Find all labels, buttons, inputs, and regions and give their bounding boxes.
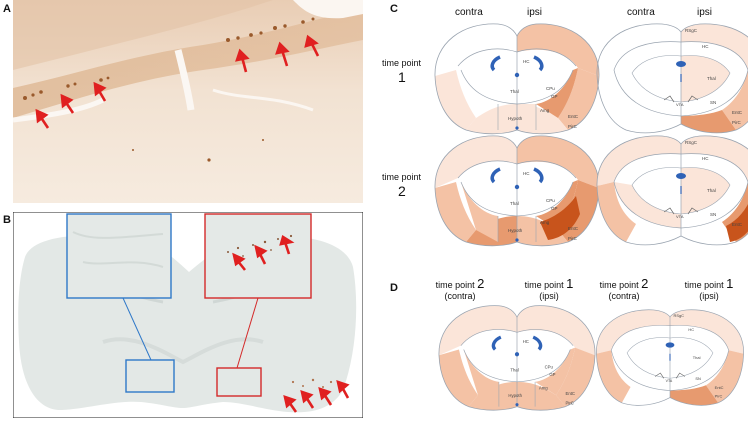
c-contra-label-1: contra	[455, 7, 483, 18]
svg-text:VTA: VTA	[676, 102, 684, 107]
c-tp2-text: time point	[382, 172, 422, 182]
panel-a-letter: A	[3, 3, 11, 15]
source-red-box	[216, 367, 262, 397]
svg-text:CPu: CPu	[546, 86, 555, 91]
svg-text:EntC: EntC	[732, 222, 743, 227]
svg-text:EntC: EntC	[732, 110, 743, 115]
d-right-contra-text: time point	[599, 280, 639, 290]
svg-text:Amg: Amg	[540, 108, 550, 113]
svg-text:Thal: Thal	[693, 355, 701, 360]
svg-text:CPu: CPu	[546, 198, 555, 203]
svg-text:Amg: Amg	[540, 220, 550, 225]
d-posterior-section: RSgC HC Thal SN VTA EntC PirC	[595, 309, 745, 406]
panel-b-letter: B	[3, 214, 11, 226]
c-tp2-posterior-section: RSgC HC Thal SN VTA EntC	[596, 135, 748, 246]
svg-text:PirC: PirC	[568, 236, 577, 241]
svg-text:CPu: CPu	[545, 365, 554, 370]
c-tp1-text: time point	[382, 58, 422, 68]
svg-text:HC: HC	[523, 339, 529, 344]
svg-text:HC: HC	[702, 44, 709, 49]
c-contra-label-2: contra	[627, 7, 655, 18]
svg-text:VTA: VTA	[666, 379, 673, 383]
c-tp1-anterior-section: HC Thal Hypoth CPu GP Amg EntC PirC	[433, 22, 601, 136]
svg-text:RSgC: RSgC	[685, 28, 698, 33]
svg-text:Hypoth: Hypoth	[508, 116, 523, 121]
panel-a-micrograph	[13, 0, 363, 203]
svg-text:SN: SN	[710, 212, 716, 217]
svg-text:GP: GP	[551, 94, 558, 99]
panel-b-micrograph	[13, 212, 363, 418]
svg-text:Thal: Thal	[707, 188, 716, 193]
svg-text:SN: SN	[695, 376, 701, 381]
inset-blue-box	[66, 213, 172, 299]
svg-text:Hypoth: Hypoth	[508, 228, 523, 233]
svg-text:HC: HC	[523, 59, 530, 64]
d-right-ipsi-header: time point 1 (ipsi)	[677, 276, 741, 301]
d-right-contra-num: 2	[641, 276, 649, 291]
d-right-contra-sub: (contra)	[608, 291, 640, 301]
svg-text:GP: GP	[551, 206, 558, 211]
d-right-contra-header: time point 2 (contra)	[592, 276, 656, 301]
svg-text:Thal: Thal	[510, 201, 519, 206]
svg-text:Thal: Thal	[707, 76, 716, 81]
svg-text:PirC: PirC	[732, 120, 741, 125]
panel-b-arrows	[232, 234, 350, 413]
d-left-ipsi-header: time point 1 (ipsi)	[517, 276, 581, 301]
d-anterior-section: HC Thal Hypoth CPu GP Amg EntC PirC	[437, 303, 597, 412]
d-left-ipsi-num: 1	[566, 276, 574, 291]
svg-text:PirC: PirC	[566, 401, 574, 406]
d-left-contra-text: time point	[435, 280, 475, 290]
svg-text:Hypoth: Hypoth	[508, 393, 522, 398]
svg-text:EntC: EntC	[568, 226, 579, 231]
svg-text:HC: HC	[523, 171, 530, 176]
panel-d-letter: D	[390, 282, 398, 294]
svg-text:Thal: Thal	[510, 367, 518, 372]
panel-c-letter: C	[390, 3, 398, 15]
svg-text:RSgC: RSgC	[674, 313, 685, 318]
svg-text:PirC: PirC	[568, 124, 577, 129]
svg-text:Thal: Thal	[510, 89, 519, 94]
svg-text:SN: SN	[710, 100, 716, 105]
svg-text:GP: GP	[549, 372, 555, 377]
d-right-ipsi-num: 1	[726, 276, 734, 291]
c-tp1-num: 1	[398, 69, 406, 85]
svg-text:EntC: EntC	[715, 385, 724, 390]
d-left-contra-header: time point 2 (contra)	[428, 276, 492, 301]
source-blue-box	[125, 359, 175, 393]
c-tp1-posterior-section: RSgC HC Thal SN VTA EntC PirC	[596, 23, 748, 134]
svg-text:EntC: EntC	[568, 114, 579, 119]
c-tp2-num: 2	[398, 183, 406, 199]
svg-text:RSgC: RSgC	[685, 140, 698, 145]
svg-text:HC: HC	[688, 327, 694, 332]
svg-text:Amg: Amg	[539, 385, 548, 390]
d-left-contra-num: 2	[477, 276, 485, 291]
svg-text:VTA: VTA	[676, 214, 684, 219]
d-left-ipsi-sub: (ipsi)	[539, 291, 559, 301]
svg-text:EntC: EntC	[566, 391, 575, 396]
panel-a-arrows	[35, 34, 320, 129]
d-right-ipsi-sub: (ipsi)	[699, 291, 719, 301]
c-ipsi-label-1: ipsi	[527, 7, 543, 18]
c-tp2-anterior-section: HC Thal Hypoth CPu GP Amg EntC PirC	[433, 134, 601, 248]
svg-text:HC: HC	[702, 156, 709, 161]
d-left-contra-sub: (contra)	[444, 291, 476, 301]
d-left-ipsi-text: time point	[524, 280, 564, 290]
c-ipsi-label-2: ipsi	[697, 7, 713, 18]
svg-text:PirC: PirC	[715, 394, 723, 399]
d-right-ipsi-text: time point	[684, 280, 724, 290]
